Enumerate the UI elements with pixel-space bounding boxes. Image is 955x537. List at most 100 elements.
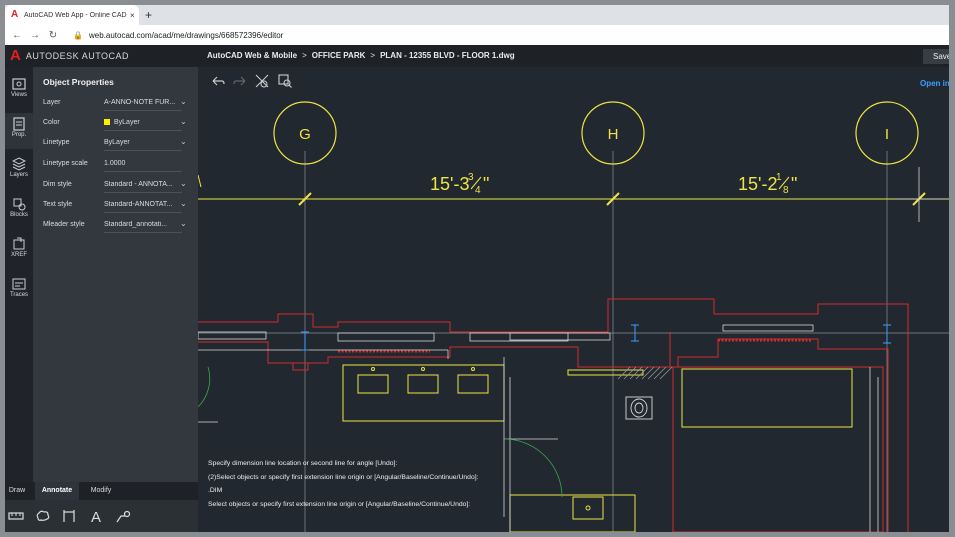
autocad-app: A AUTODESK AUTOCAD AutoCAD Web & Mobile >… — [5, 45, 949, 532]
new-tab-button[interactable]: + — [145, 8, 153, 22]
annotate-tools: A — [5, 500, 198, 532]
url-field[interactable]: web.autocad.com/acad/me/drawings/6685723… — [88, 30, 284, 40]
property-row-dim-style[interactable]: Dim style Standard - ANNOTA... ⌄ — [43, 178, 193, 193]
tab-draw[interactable]: Draw — [8, 487, 26, 494]
breadcrumb-separator: > — [370, 51, 376, 60]
close-tab-icon[interactable]: × — [130, 10, 135, 20]
reload-icon[interactable]: ↻ — [48, 29, 58, 41]
command-history: Specify dimension line location or secon… — [208, 457, 479, 511]
grid-bubble-label: H — [608, 126, 619, 143]
grid-bubbles: G H I — [273, 101, 919, 165]
property-row-linetype-scale[interactable]: Linetype scale 1.0000 — [43, 157, 193, 172]
dimension-text: 15'-3 3 4 " 15'-2 1 8 " — [430, 172, 797, 196]
property-value[interactable]: 1.0000 — [104, 160, 182, 172]
svg-text:A: A — [91, 509, 101, 524]
dimension-suffix: " — [483, 174, 489, 194]
browser-window: A AutoCAD Web App - Online CAD × + ← → ↻… — [5, 5, 949, 532]
text-icon[interactable]: A — [89, 508, 105, 524]
property-value[interactable]: Standard_annotati... — [104, 221, 182, 233]
forward-icon[interactable]: → — [30, 29, 40, 41]
open-in-link[interactable]: Open in — [920, 79, 949, 88]
command-line: Specify dimension line location or secon… — [208, 460, 398, 467]
undo-icon[interactable] — [211, 74, 225, 88]
color-swatch — [104, 119, 110, 126]
property-row-color[interactable]: Color ByLayer ⌄ — [43, 116, 193, 131]
breadcrumb-item-app[interactable]: AutoCAD Web & Mobile — [207, 51, 298, 60]
tool-tabs: Draw Annotate Modify — [5, 482, 198, 500]
command-line: (2)Select objects or specify first exten… — [208, 473, 479, 481]
lock-icon[interactable]: 🔒 — [73, 30, 83, 40]
linear-dimension-icon[interactable] — [8, 508, 24, 524]
property-label: Layer — [43, 99, 61, 106]
rail-item-views[interactable]: Views — [5, 73, 33, 109]
brand-name: AUTODESK AUTOCAD — [25, 50, 130, 61]
browser-tab[interactable]: A AutoCAD Web App - Online CAD × — [5, 5, 139, 25]
toilet-fixture — [625, 396, 653, 420]
chevron-down-icon[interactable]: ⌄ — [180, 199, 187, 208]
dimension-icon[interactable] — [61, 508, 77, 524]
trim-icon[interactable] — [255, 74, 269, 88]
rail-item-properties[interactable]: Prop. — [5, 113, 33, 149]
color-value: ByLayer — [114, 119, 140, 126]
dimension-suffix: " — [791, 174, 797, 194]
rail-label: Prop. — [11, 132, 27, 138]
property-row-text-style[interactable]: Text style Standard-ANNOTAT... ⌄ — [43, 198, 193, 213]
autocad-logo-icon: A — [10, 47, 21, 64]
rail-item-xref[interactable]: XREF — [5, 233, 33, 269]
tab-annotate[interactable]: Annotate — [35, 482, 79, 500]
dimension-fraction-num: 1 — [776, 172, 782, 183]
dimension-value: 15'-3 — [430, 174, 469, 194]
chevron-down-icon[interactable]: ⌄ — [180, 117, 187, 126]
left-rail: Views Prop. Layers Blocks XREF Traces — [5, 67, 33, 482]
chevron-down-icon[interactable]: ⌄ — [180, 219, 187, 228]
xref-icon — [13, 237, 25, 250]
command-line: .DIM — [208, 487, 223, 494]
section-markers — [301, 324, 891, 351]
property-value[interactable]: ByLayer — [104, 119, 182, 131]
rail-item-blocks[interactable]: Blocks — [5, 193, 33, 229]
rail-item-layers[interactable]: Layers — [5, 153, 33, 189]
property-value[interactable]: A-ANNO-NOTE FUR... — [104, 99, 182, 111]
rail-item-traces[interactable]: Traces — [5, 273, 33, 309]
dimension-line — [198, 167, 949, 222]
back-icon[interactable]: ← — [12, 29, 22, 41]
property-label: Text style — [43, 201, 73, 208]
rail-label: Traces — [9, 292, 29, 298]
property-row-linetype[interactable]: Linetype ByLayer ⌄ — [43, 136, 193, 151]
walls-white — [198, 324, 814, 359]
canvas-toolbar — [198, 67, 949, 93]
property-value[interactable]: Standard - ANNOTA... — [104, 181, 182, 193]
dimension-fraction-num: 3 — [468, 172, 474, 183]
property-label: Mleader style — [43, 221, 85, 228]
traces-icon — [12, 278, 26, 290]
breadcrumb-item-folder[interactable]: OFFICE PARK — [311, 51, 366, 60]
layers-icon — [12, 157, 26, 171]
breadcrumb-separator: > — [302, 51, 307, 60]
property-row-layer[interactable]: Layer A-ANNO-NOTE FUR... ⌄ — [43, 96, 193, 111]
views-icon — [12, 78, 26, 90]
property-value[interactable]: ByLayer — [104, 139, 182, 151]
rail-label: Layers — [9, 172, 28, 178]
leader-icon[interactable] — [115, 508, 131, 524]
dimension-value: 15'-2 — [738, 174, 777, 194]
breadcrumb-item-file: PLAN - 12355 BLVD - FLOOR 1.dwg — [380, 51, 515, 60]
chevron-down-icon[interactable]: ⌄ — [180, 179, 187, 188]
floor-plan-drawing[interactable]: G H I 15'-3 3 4 — [198, 67, 949, 532]
walls-lower — [198, 357, 879, 532]
zoom-window-icon[interactable] — [278, 74, 292, 88]
revision-cloud-icon[interactable] — [35, 508, 51, 524]
property-label: Linetype scale — [43, 160, 88, 167]
save-button[interactable]: Save — [923, 49, 949, 64]
fixtures-yellow — [342, 364, 853, 532]
chevron-down-icon[interactable]: ⌄ — [180, 137, 187, 146]
breadcrumb: AutoCAD Web & Mobile > OFFICE PARK > PLAN - … — [207, 51, 515, 60]
drawing-canvas[interactable]: G H I 15'-3 3 4 — [198, 67, 949, 532]
property-row-mleader-style[interactable]: Mleader style Standard_annotati... ⌄ — [43, 218, 193, 233]
property-value[interactable]: Standard-ANNOTAT... — [104, 201, 182, 213]
redo-icon[interactable] — [233, 74, 247, 88]
properties-icon — [13, 117, 25, 131]
tab-modify[interactable]: Modify — [90, 487, 112, 494]
rail-label: Blocks — [10, 212, 28, 218]
chevron-down-icon[interactable]: ⌄ — [180, 97, 187, 106]
door-swings — [198, 366, 563, 498]
